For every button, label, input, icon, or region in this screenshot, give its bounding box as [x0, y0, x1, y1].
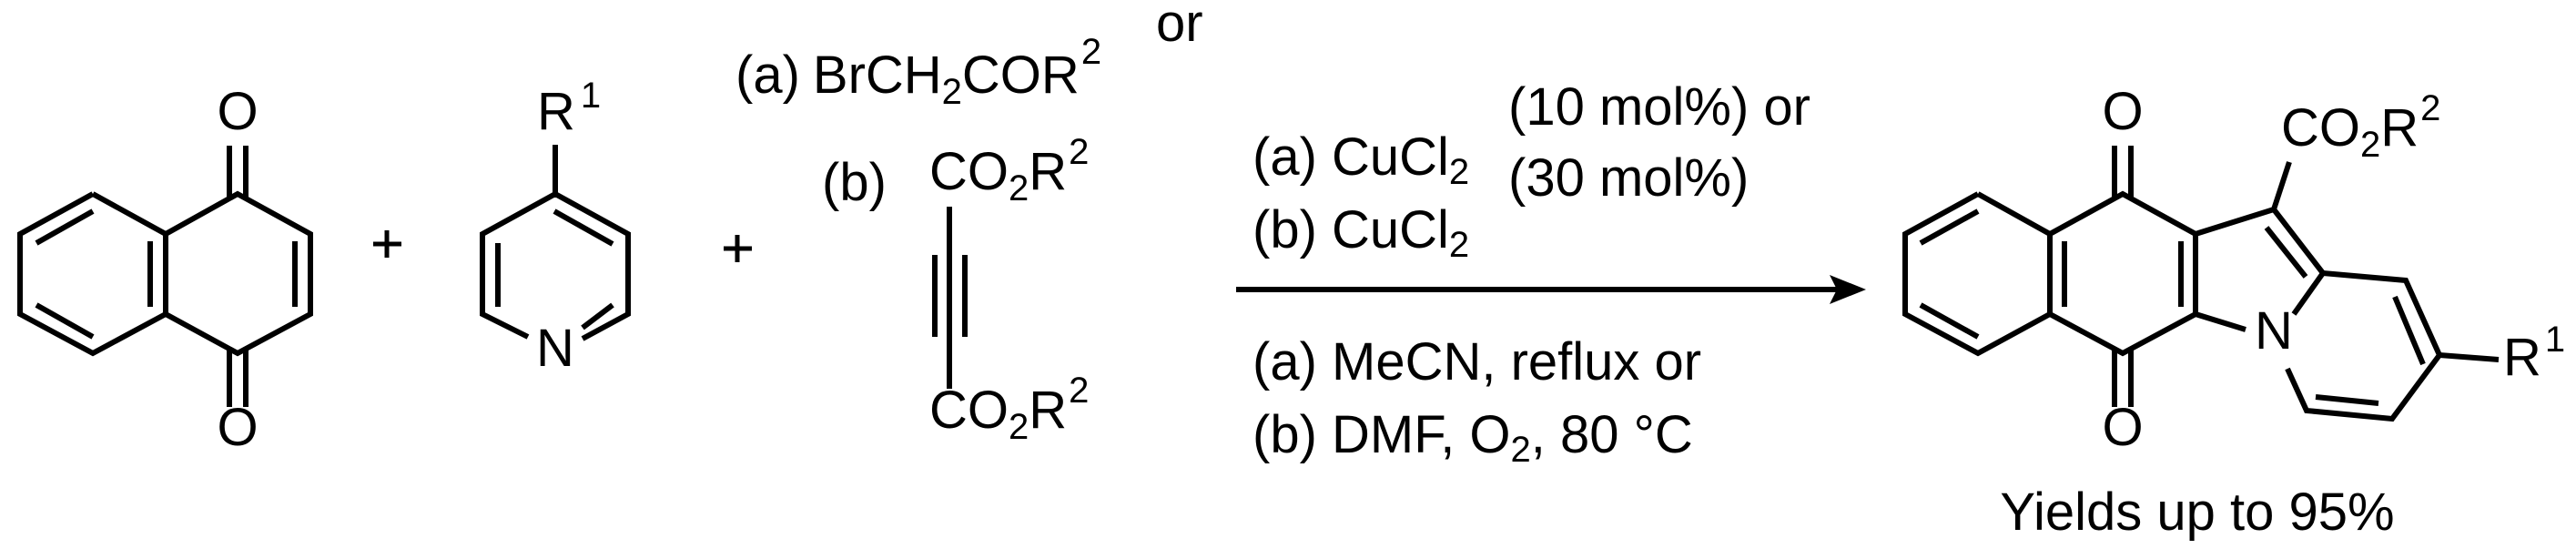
nitrogen-label: N	[536, 319, 574, 378]
reaction-conditions: (a) CuCl2 (b) CuCl2 (10 mol%) or (30 mol…	[1253, 77, 1810, 470]
plus-sign-2	[724, 235, 752, 262]
reagent-b-label: (b)	[822, 153, 887, 212]
ester-group-top: CO2R2	[929, 132, 1089, 208]
catalyst-b: (b) CuCl2	[1253, 200, 1469, 265]
oxygen-label-top: O	[217, 82, 258, 141]
solvent-condition-a: (a) MeCN, reflux or	[1253, 332, 1701, 391]
oxygen-label-bottom: O	[217, 398, 258, 457]
catalyst-loading-a: (10 mol%) or	[1508, 77, 1810, 137]
plus-sign-1	[373, 230, 401, 258]
reagent-a-bromoketone: (a)BrCH2COR2 or	[735, 0, 1203, 112]
reaction-arrow	[1236, 275, 1866, 304]
product-ester-group: CO2R2	[2281, 88, 2440, 165]
catalyst-loading-b: (30 mol%)	[1508, 148, 1749, 208]
product-oxygen-bottom: O	[2102, 398, 2143, 457]
catalyst-a: (a) CuCl2	[1253, 127, 1469, 192]
naphthoquinone-structure: O O	[17, 82, 313, 457]
product-nitrogen: N	[2255, 301, 2293, 361]
solvent-condition-b: (b) DMF, O2, 80 °C	[1253, 405, 1693, 470]
ester-group-bottom: CO2R2	[929, 371, 1089, 447]
reagent-b-alkyne: (b) CO2R2 CO2R2	[822, 132, 1089, 447]
product-oxygen-top: O	[2102, 82, 2143, 141]
yield-caption: Yields up to 95%	[2000, 483, 2394, 542]
reagent-a-formula: (a)BrCH2COR2	[735, 32, 1101, 112]
reagent-or-connector: or	[1156, 0, 1203, 53]
